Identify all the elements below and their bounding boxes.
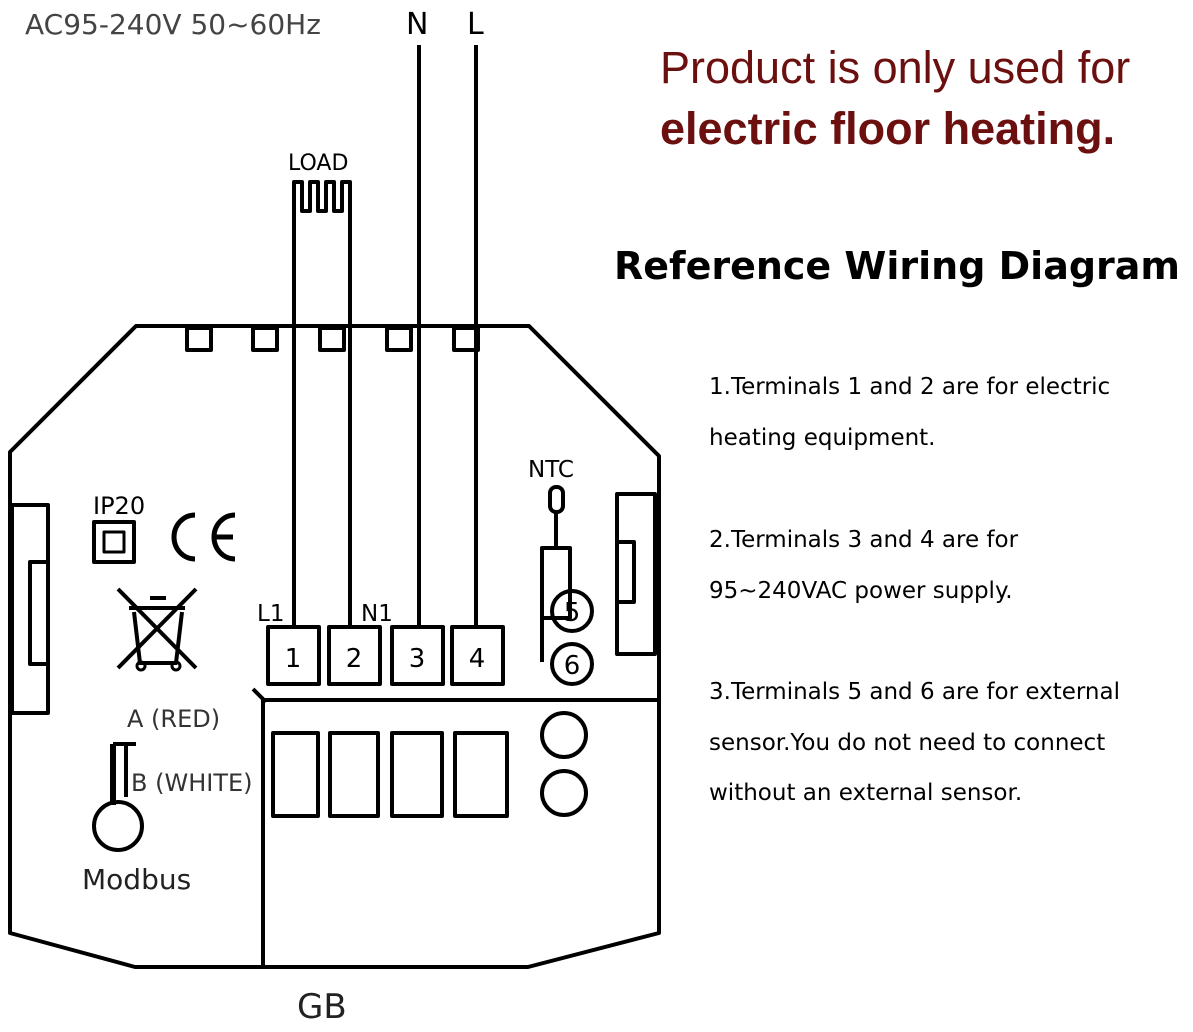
note-2-line-2: 95~240VAC power supply. <box>709 578 1013 604</box>
temperature-sensor-probe-icon <box>540 485 572 662</box>
top-clip <box>251 326 279 352</box>
terminal-3-box <box>390 625 445 686</box>
terminal-1-box <box>266 625 321 686</box>
ip20-square-icon <box>92 520 136 564</box>
modbus-connector-icon <box>92 742 144 852</box>
live-label: L <box>467 7 484 42</box>
modbus-b-label: B (WHITE) <box>131 769 253 797</box>
standard-label: GB <box>297 987 347 1027</box>
terminal-5-circle <box>550 589 594 633</box>
note-1-line-2: heating equipment. <box>709 425 936 451</box>
lower-round-hole <box>540 711 588 759</box>
terminal-5-number: 5 <box>564 598 581 628</box>
lower-slot <box>390 731 444 818</box>
notice-line-2: electric floor heating. <box>660 103 1116 154</box>
partition-tick <box>251 687 268 704</box>
top-clip <box>385 326 413 352</box>
terminal-2-box <box>327 625 382 686</box>
ntc-label: NTC <box>528 457 574 483</box>
note-3-line-2: sensor.You do not need to connect <box>709 730 1106 756</box>
load-label: LOAD <box>288 151 348 176</box>
terminal-4-number: 4 <box>469 644 486 674</box>
right-mounting-bracket <box>615 492 657 656</box>
ip20-label: IP20 <box>93 492 145 520</box>
terminal-4-box <box>450 625 505 686</box>
terminal-2-number: 2 <box>346 644 363 674</box>
lower-round-hole <box>540 769 588 817</box>
lower-slot <box>328 731 380 818</box>
terminal-6-circle <box>550 642 594 686</box>
top-clip <box>185 326 213 352</box>
terminal-6-number: 6 <box>564 651 581 681</box>
note-3-line-1: 3.Terminals 5 and 6 are for external <box>709 679 1120 705</box>
lower-slot <box>271 731 320 818</box>
modbus-a-label: A (RED) <box>127 705 220 733</box>
crossed-out-wheelie-bin-icon <box>116 587 198 672</box>
note-2-line-1: 2.Terminals 3 and 4 are for <box>709 527 1019 553</box>
diagram-heading: Reference Wiring Diagram <box>614 244 1181 288</box>
lower-slot <box>453 731 509 818</box>
heating-element-icon <box>292 180 352 218</box>
left-mounting-bracket <box>10 503 50 715</box>
notice-line-1: Product is only used for <box>660 42 1131 93</box>
terminal-l1-label: L1 <box>257 601 284 627</box>
terminal-1-number: 1 <box>285 644 302 674</box>
terminal-3-number: 3 <box>409 644 426 674</box>
top-clip <box>452 326 480 352</box>
note-3-line-3: without an external sensor. <box>709 780 1023 806</box>
modbus-label: Modbus <box>82 863 191 896</box>
neutral-label: N <box>406 7 428 42</box>
top-clip <box>318 326 346 352</box>
note-1-line-1: 1.Terminals 1 and 2 are for electric <box>709 374 1111 400</box>
supply-rating-label: AC95-240V 50~60Hz <box>25 8 321 41</box>
terminal-n1-label: N1 <box>361 601 393 627</box>
ce-mark-icon: CE <box>171 512 236 562</box>
